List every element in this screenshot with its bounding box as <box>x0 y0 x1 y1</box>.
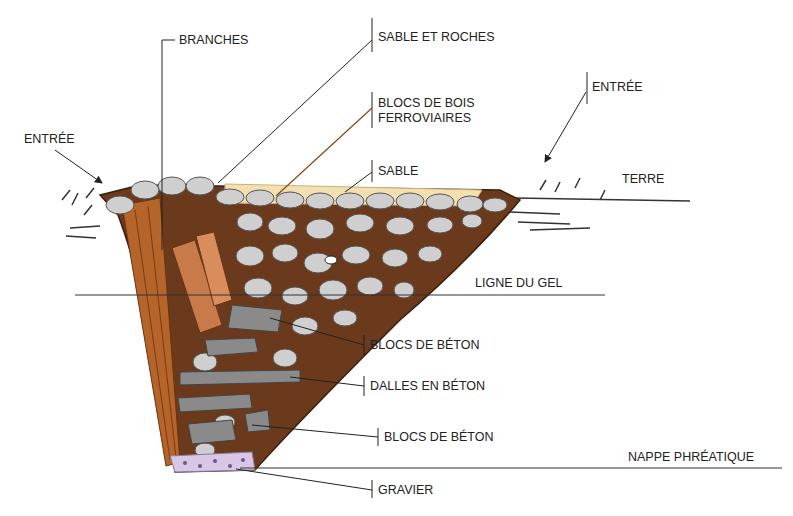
entrance-label: ENTRÉE <box>24 132 75 147</box>
entrance-label: ENTRÉE <box>592 80 643 95</box>
layer-label: DALLES EN BÉTON <box>370 379 485 394</box>
layer-label: BRANCHES <box>179 33 248 48</box>
layer-label: SABLE ET ROCHES <box>378 30 494 45</box>
water-table-label: NAPPE PHRÉATIQUE <box>628 450 754 465</box>
ground-label: TERRE <box>622 172 664 187</box>
layer-label: BLOCS DE BÉTON <box>384 430 494 445</box>
layer-label: BLOCS DE BOIS FERROVIAIRES <box>378 96 490 126</box>
frost-line-label: LIGNE DU GEL <box>475 276 563 291</box>
layer-label: BLOCS DE BÉTON <box>370 338 480 353</box>
layer-label: GRAVIER <box>378 483 433 498</box>
layer-label: SABLE <box>378 164 418 179</box>
